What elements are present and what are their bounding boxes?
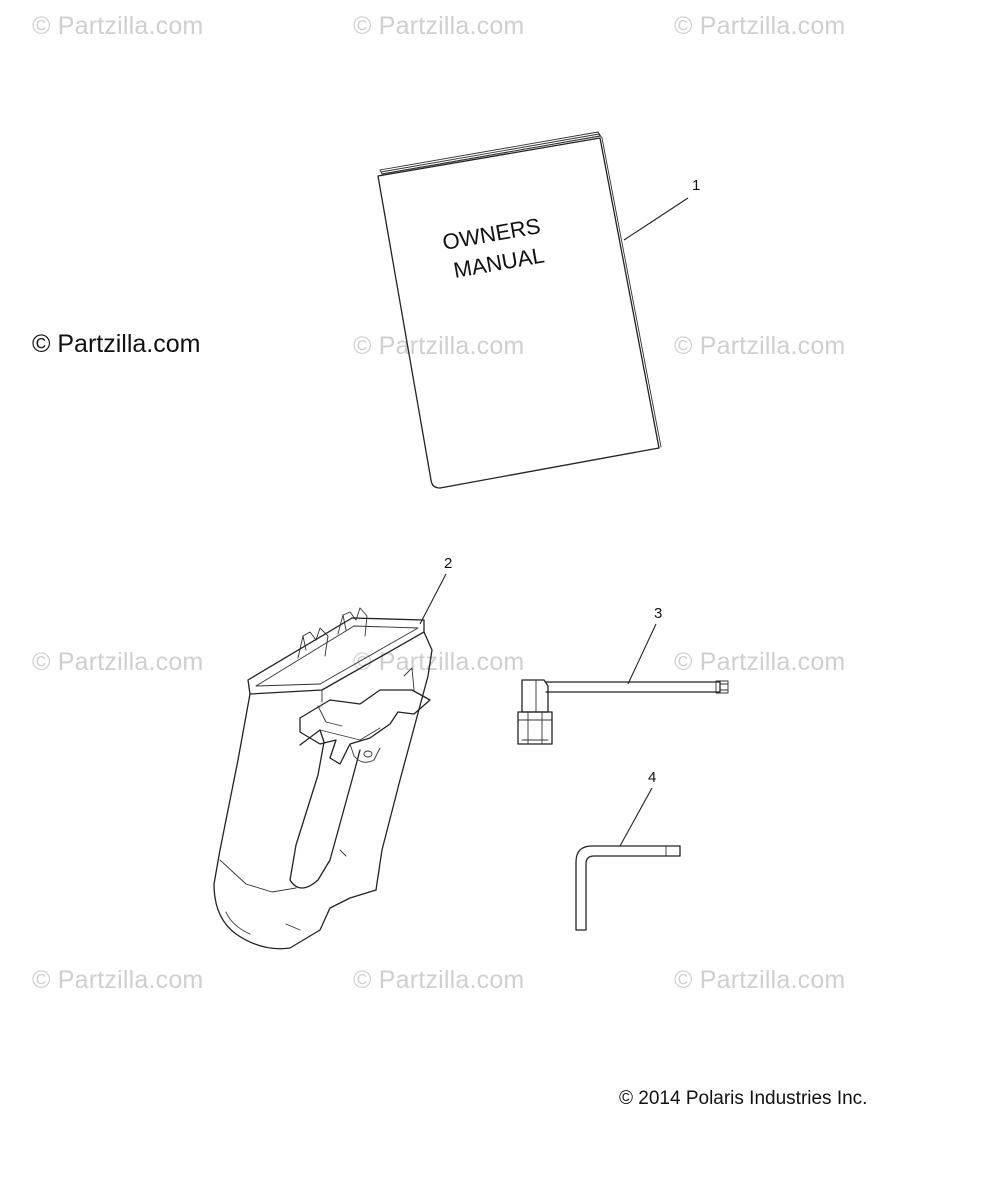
tool-holder-drawing [213,607,433,950]
site-credit: © Partzilla.com [32,330,201,358]
callout-leader-3 [627,623,657,685]
callout-label-2: 2 [444,555,452,572]
callout-leader-4 [619,787,653,847]
socket-wrench-drawing [517,679,729,745]
watermark: © Partzilla.com [32,648,204,676]
watermark: © Partzilla.com [353,12,525,40]
watermark: © Partzilla.com [353,966,525,994]
callout-label-4: 4 [648,769,656,786]
copyright-notice: © 2014 Polaris Industries Inc. [619,1088,868,1109]
owners-manual-drawing: OWNERS MANUAL [377,131,662,489]
watermark: © Partzilla.com [353,648,525,676]
callout-leader-2 [419,573,447,625]
hex-key-drawing [575,845,681,931]
callout-leader-1 [623,197,689,241]
watermark: © Partzilla.com [674,332,846,360]
watermark: © Partzilla.com [353,332,525,360]
watermark: © Partzilla.com [674,648,846,676]
watermark: © Partzilla.com [32,12,204,40]
watermark: © Partzilla.com [32,966,204,994]
watermark: © Partzilla.com [674,12,846,40]
callout-label-3: 3 [654,605,662,622]
watermark: © Partzilla.com [674,966,846,994]
callout-label-1: 1 [692,177,700,194]
